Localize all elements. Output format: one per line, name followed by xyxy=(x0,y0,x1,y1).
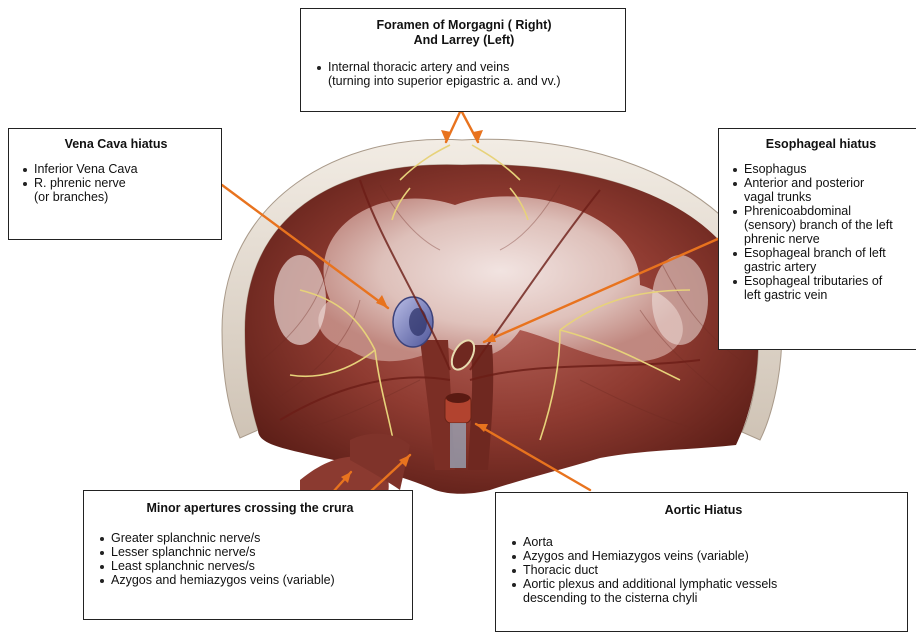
list-item: Anterior and posterior vagal trunks xyxy=(744,176,913,204)
list-item: Azygos and hemiazygos veins (variable) xyxy=(111,573,404,587)
arrow-larrey-left xyxy=(462,112,478,142)
vena-cava-title: Vena Cava hiatus xyxy=(19,137,213,152)
list-item: Thoracic duct xyxy=(523,563,899,577)
right-tendon-leaf xyxy=(652,255,708,345)
list-item: Lesser splanchnic nerve/s xyxy=(111,545,404,559)
list-item: Esophageal branch of left gastric artery xyxy=(744,246,913,274)
left-tendon-leaf xyxy=(274,255,326,345)
esophageal-list: Esophagus Anterior and posterior vagal t… xyxy=(729,162,913,302)
thoracic-duct xyxy=(450,423,466,468)
left-crus xyxy=(468,345,493,470)
esophageal-callout: Esophageal hiatus Esophagus Anterior and… xyxy=(718,128,916,350)
list-item: Internal thoracic artery and veins (turn… xyxy=(328,60,615,88)
aortic-hiatus-callout: Aortic Hiatus Aorta Azygos and Hemiazygo… xyxy=(495,492,908,632)
list-item: Phrenicoabdominal (sensory) branch of th… xyxy=(744,204,913,246)
list-item: Aortic plexus and additional lymphatic v… xyxy=(523,577,899,605)
aortic-hiatus-list: Aorta Azygos and Hemiazygos veins (varia… xyxy=(508,535,899,605)
morgagni-list: Internal thoracic artery and veins (turn… xyxy=(313,60,615,88)
list-item: Aorta xyxy=(523,535,899,549)
minor-apertures-list: Greater splanchnic nerve/s Lesser splanc… xyxy=(96,531,404,587)
morgagni-title: Foramen of Morgagni ( Right) And Larrey … xyxy=(313,18,615,48)
list-item: Inferior Vena Cava xyxy=(34,162,213,176)
vena-cava-callout: Vena Cava hiatus Inferior Vena Cava R. p… xyxy=(8,128,222,240)
list-item: Esophagus xyxy=(744,162,913,176)
aortic-hiatus-title: Aortic Hiatus xyxy=(508,503,899,518)
list-item: R. phrenic nerve (or branches) xyxy=(34,176,213,204)
morgagni-callout: Foramen of Morgagni ( Right) And Larrey … xyxy=(300,8,626,112)
list-item: Greater splanchnic nerve/s xyxy=(111,531,404,545)
list-item: Azygos and Hemiazygos veins (variable) xyxy=(523,549,899,563)
vena-cava-list: Inferior Vena Cava R. phrenic nerve (or … xyxy=(19,162,213,204)
list-item: Esophageal tributaries of left gastric v… xyxy=(744,274,913,302)
list-item: Least splanchnic nerves/s xyxy=(111,559,404,573)
minor-apertures-title: Minor apertures crossing the crura xyxy=(96,501,404,516)
esophageal-title: Esophageal hiatus xyxy=(729,137,913,152)
minor-apertures-callout: Minor apertures crossing the crura Great… xyxy=(83,490,413,620)
